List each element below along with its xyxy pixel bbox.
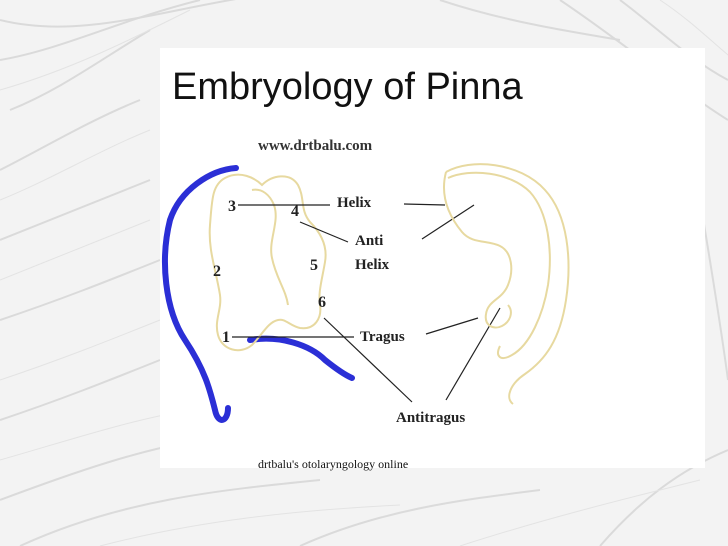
label-anti: Anti xyxy=(355,233,383,249)
hillock-number-2: 2 xyxy=(213,263,221,280)
label-tragus: Tragus xyxy=(360,329,405,345)
pointer-antitragus-left xyxy=(323,317,413,403)
pointer-antitragus-right xyxy=(445,307,501,401)
slide-panel xyxy=(160,48,705,468)
pointer-helix-right xyxy=(403,203,446,206)
right-ear-outline-outer xyxy=(445,163,570,405)
hillock-number-4: 4 xyxy=(291,203,299,220)
left-ear-outline-outer xyxy=(208,173,327,352)
hillock-number-6: 6 xyxy=(318,294,326,311)
label-helix: Helix xyxy=(337,195,372,211)
label-antitragus: Antitragus xyxy=(396,410,465,426)
pointer-antihelix-right xyxy=(421,204,475,240)
label-anti-helix: Helix xyxy=(355,257,390,273)
pointer-antihelix-left xyxy=(299,221,349,243)
blue-hillock-curve xyxy=(162,165,239,423)
left-ear-outline-inner xyxy=(251,188,289,306)
right-ear-concha xyxy=(442,171,513,329)
blue-lower-curve xyxy=(247,335,355,381)
diagram-watermark: www.drtbalu.com xyxy=(258,138,373,154)
slide-title: Embryology of Pinna xyxy=(172,66,523,108)
hillock-number-3: 3 xyxy=(228,198,236,215)
pointer-tragus-right xyxy=(425,317,479,335)
right-ear-outline-inner xyxy=(447,171,551,359)
slide-footer: drtbalu's otolaryngology online xyxy=(258,457,409,471)
hillock-number-1: 1 xyxy=(222,329,230,346)
hillock-number-5: 5 xyxy=(310,257,318,274)
